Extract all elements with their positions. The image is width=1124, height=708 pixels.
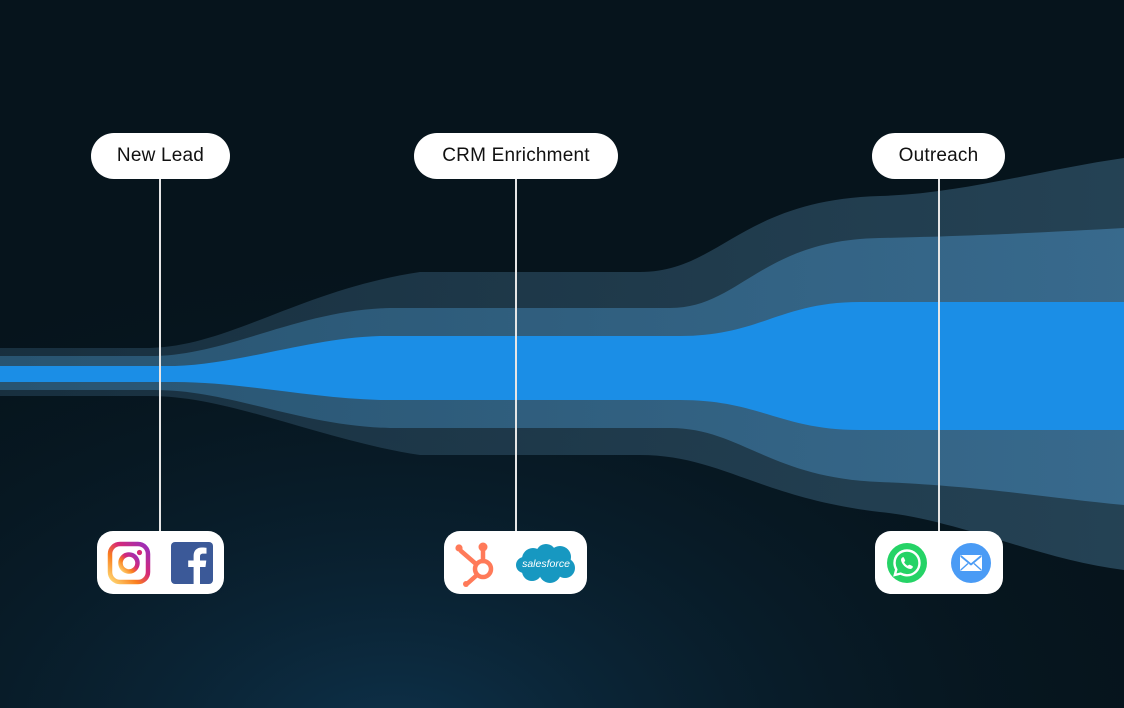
salesforce-wordmark: salesforce [522,558,570,570]
stage-label-crm-enrichment: CRM Enrichment [414,133,618,179]
stage-connector-crm-enrichment [515,179,517,531]
instagram-icon [107,541,151,584]
stage-connector-new-lead [159,179,161,531]
whatsapp-icon [887,542,927,583]
stage-label-text: New Lead [116,145,205,166]
stage-connector-outreach [938,179,940,531]
stage-label-new-lead: New Lead [91,133,230,179]
email-icon [951,542,991,583]
stage-icons-crm-enrichment: salesforce [444,531,587,594]
salesforce-icon: salesforce [516,543,575,583]
stage-label-text: Outreach [898,145,979,166]
stage-icons-outreach [875,531,1003,594]
stage-label-outreach: Outreach [872,133,1005,179]
stage-icons-new-lead [97,531,224,594]
facebook-icon [171,541,213,584]
stage-label-text: CRM Enrichment [442,145,590,166]
flow-band-core [0,302,1124,430]
hubspot-icon [455,542,494,587]
